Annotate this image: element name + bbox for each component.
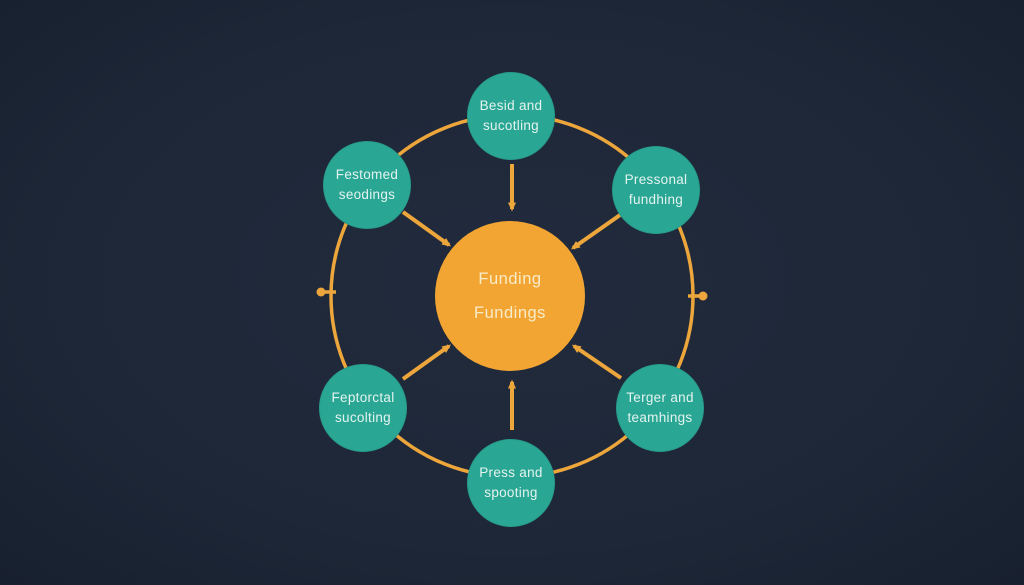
node-label-line: sucotling: [483, 118, 539, 133]
node-label-line: seodings: [338, 187, 396, 202]
node-label-line: teamhings: [627, 410, 693, 425]
arrow-top-right-to-hub-icon: [570, 213, 622, 250]
node-label-line: Pressonal: [624, 171, 688, 187]
node-top-right: Pressonal fundhing: [612, 146, 700, 234]
arrow-bottom-right-to-hub-icon: [571, 344, 623, 380]
node-label-line: fundhing: [628, 192, 684, 207]
arrow-top-left-to-hub-icon: [401, 210, 452, 247]
ring-tick-right-icon: [688, 291, 708, 301]
node-top: Besid and sucotling: [467, 72, 555, 160]
node-label-line: Besid and: [479, 97, 543, 113]
node-top-left: Festomed seodings: [323, 141, 411, 229]
node-label-line: Feptorctal: [331, 389, 395, 405]
node-label-line: Festomed: [335, 166, 399, 182]
node-label-line: Terger and: [626, 389, 694, 405]
node-bottom: Press and spooting: [467, 439, 555, 527]
node-label-line: sucolting: [335, 410, 391, 425]
hub-label-line2: Fundings: [474, 303, 546, 322]
hub-label-line1: Funding: [478, 269, 542, 288]
node-bottom-right: Terger and teamhings: [616, 364, 704, 452]
node-label-line: spooting: [484, 485, 538, 500]
ring-tick-left-icon: [316, 287, 336, 297]
node-label-line: Press and: [479, 464, 543, 480]
node-bottom-left: Feptorctal sucolting: [319, 364, 407, 452]
arrow-bottom-left-to-hub-icon: [401, 344, 452, 381]
hub-node-funding: Funding Fundings: [435, 221, 585, 371]
